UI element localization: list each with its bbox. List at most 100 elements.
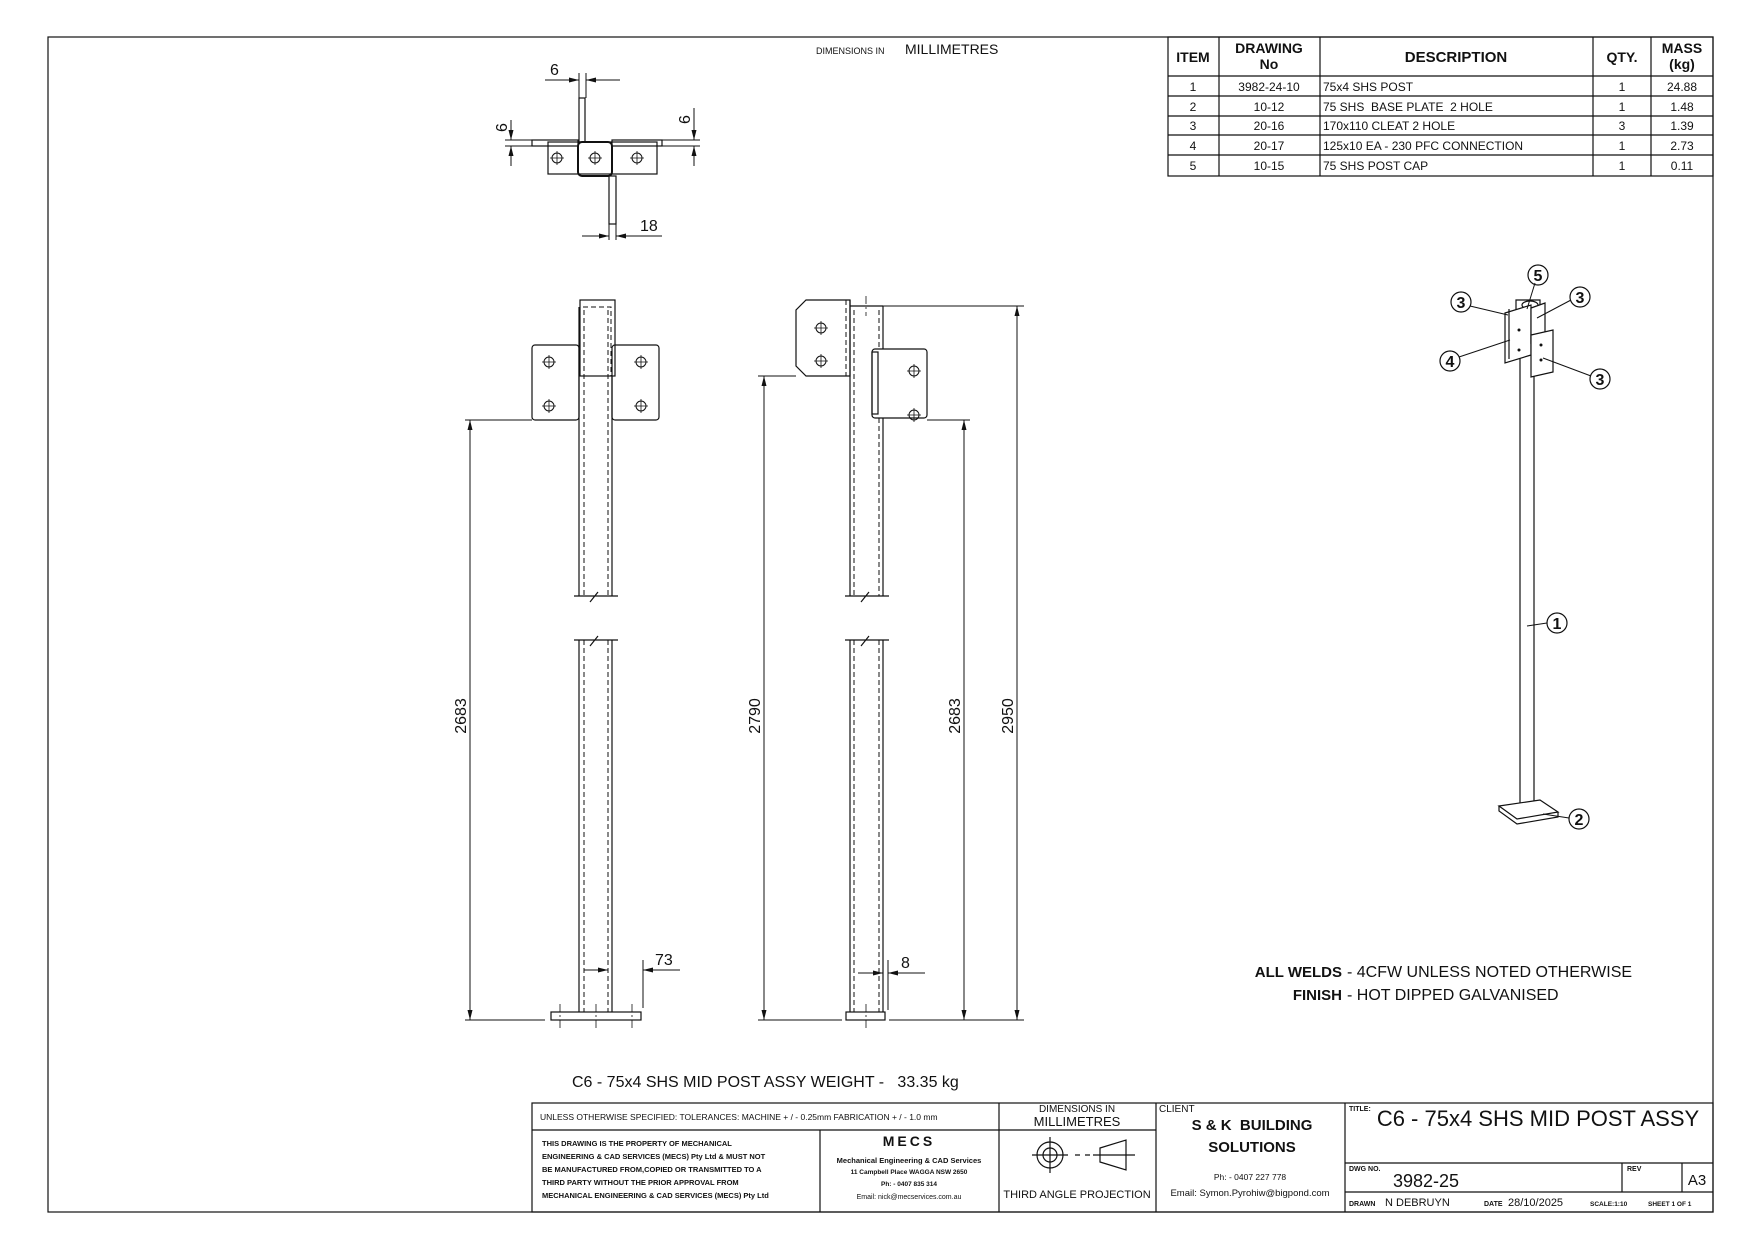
- units-prefix: DIMENSIONS IN: [816, 46, 885, 56]
- balloon-4: 4: [1439, 350, 1461, 372]
- bom-description: 125x10 EA - 230 PFC CONNECTION: [1323, 139, 1523, 153]
- third-angle-projection-symbol: THIRD ANGLE PROJECTION: [1003, 1137, 1151, 1201]
- dim-height-cleat: 2683: [947, 698, 964, 734]
- svg-text:THIS DRAWING IS THE PROPERTY O: THIS DRAWING IS THE PROPERTY OF MECHANIC…: [542, 1139, 732, 1148]
- svg-text:Mechanical Engineering & CAD S: Mechanical Engineering & CAD Services: [837, 1156, 982, 1165]
- bom-item: 2: [1190, 100, 1197, 114]
- dim-height-overall: 2950: [1000, 698, 1017, 734]
- projection-label: THIRD ANGLE PROJECTION: [1003, 1189, 1150, 1201]
- welds-label: ALL WELDS: [1255, 964, 1342, 981]
- bom-qty: 3: [1619, 119, 1626, 133]
- bom-item: 5: [1190, 159, 1197, 173]
- bom-qty: 1: [1619, 100, 1626, 114]
- drawing-scale: SCALE:1:10: [1590, 1201, 1628, 1208]
- svg-text:Email: nick@mecservices.com.au: Email: nick@mecservices.com.au: [857, 1194, 962, 1201]
- svg-text:3: 3: [1576, 290, 1585, 307]
- svg-text:TITLE:: TITLE:: [1349, 1106, 1371, 1113]
- bolt-hole: [629, 150, 645, 166]
- bolt-hole: [549, 150, 565, 166]
- svg-text:3: 3: [1596, 372, 1605, 389]
- drawn-by: N DEBRUYN: [1385, 1197, 1450, 1209]
- dim-width: 73: [655, 952, 673, 969]
- bom-header-drawing-no: No: [1260, 56, 1279, 72]
- bom-mass: 0.11: [1671, 159, 1694, 173]
- bom-header-qty: QTY.: [1606, 49, 1637, 65]
- bom-mass: 1.39: [1670, 119, 1694, 133]
- sheet-number: SHEET 1 OF 1: [1648, 1201, 1692, 1208]
- dim-offset: 8: [901, 955, 910, 972]
- svg-text:SOLUTIONS: SOLUTIONS: [1208, 1139, 1296, 1156]
- tb-dimensions-in: DIMENSIONS IN: [1039, 1104, 1115, 1115]
- svg-text:DRAWN: DRAWN: [1349, 1201, 1375, 1208]
- bom-description: 75x4 SHS POST: [1323, 80, 1414, 94]
- units-note: DIMENSIONS IN MILLIMETRES: [816, 41, 998, 57]
- top-view: 6 6 6 18: [494, 62, 700, 240]
- bill-of-materials: ITEM DRAWING No DESCRIPTION QTY. MASS (k…: [1167, 36, 1714, 177]
- bom-qty: 1: [1619, 159, 1626, 173]
- finish-text: - HOT DIPPED GALVANISED: [1347, 987, 1559, 1004]
- front-view-1: 2683 73: [453, 299, 680, 1028]
- bom-row: 3 20-16 170x110 CLEAT 2 HOLE 3 1.39: [1190, 119, 1694, 133]
- svg-text:DWG NO.: DWG NO.: [1349, 1166, 1381, 1173]
- dim-plate-right: 6: [677, 115, 694, 124]
- bom-mass: 24.88: [1667, 80, 1697, 94]
- bom-qty: 1: [1619, 80, 1626, 94]
- bom-drawing: 10-12: [1254, 100, 1285, 114]
- title-block: UNLESS OTHERWISE SPECIFIED: TOLERANCES: …: [531, 1102, 1714, 1213]
- client-email: Email: Symon.Pyrohiw@bigpond.com: [1170, 1188, 1329, 1199]
- svg-text:CLIENT: CLIENT: [1159, 1104, 1195, 1115]
- bolt-hole: [587, 150, 603, 166]
- dim-top-cleat: 6: [550, 62, 559, 79]
- dim-plate-left: 6: [494, 123, 511, 132]
- bom-header-drawing: DRAWING: [1235, 40, 1303, 56]
- units-value: MILLIMETRES: [905, 41, 998, 57]
- bom-mass: 2.73: [1670, 139, 1694, 153]
- bom-header-mass: MASS: [1662, 40, 1702, 56]
- bom-header-mass-unit: (kg): [1669, 56, 1695, 72]
- svg-text:4: 4: [1446, 354, 1455, 371]
- bom-drawing: 3982-24-10: [1238, 80, 1300, 94]
- svg-text:MECHANICAL ENGINEERING & CAD S: MECHANICAL ENGINEERING & CAD SERVICES (M…: [542, 1191, 769, 1200]
- company-block: MECS Mechanical Engineering & CAD Servic…: [837, 1133, 982, 1201]
- general-notes: ALL WELDS - 4CFW UNLESS NOTED OTHERWISE …: [1255, 964, 1632, 1004]
- drawing-title: C6 - 75x4 SHS MID POST ASSY: [1377, 1106, 1700, 1131]
- bom-qty: 1: [1619, 139, 1626, 153]
- weight-caption: C6 - 75x4 SHS MID POST ASSY WEIGHT - 33.…: [572, 1074, 959, 1091]
- svg-text:5: 5: [1534, 268, 1543, 285]
- svg-text:11 Campbell Place WAGGA NSW 26: 11 Campbell Place WAGGA NSW 2650: [851, 1169, 968, 1176]
- client-name: S & K BUILDING: [1192, 1117, 1313, 1134]
- svg-text:THIRD PARTY WITHOUT THE PRIOR: THIRD PARTY WITHOUT THE PRIOR APPROVAL F…: [542, 1178, 739, 1187]
- bom-description: 75 SHS POST CAP: [1323, 159, 1428, 173]
- balloon-5: 5: [1527, 264, 1549, 286]
- bom-header-item: ITEM: [1176, 49, 1209, 65]
- svg-text:DATE: DATE: [1484, 1201, 1503, 1208]
- sheet-border: [47, 36, 1714, 1213]
- svg-text:2: 2: [1575, 812, 1584, 829]
- bom-description: 75 SHS BASE PLATE 2 HOLE: [1323, 100, 1493, 114]
- drawing-date: 28/10/2025: [1508, 1197, 1563, 1209]
- dim-height-angle: 2790: [747, 698, 764, 734]
- balloon-3-right: 3: [1569, 286, 1591, 308]
- tb-dimensions-unit: MILLIMETRES: [1034, 1114, 1121, 1129]
- property-notice: THIS DRAWING IS THE PROPERTY OF MECHANIC…: [542, 1139, 769, 1200]
- finish-label: FINISH: [1293, 987, 1342, 1004]
- balloon-2: 2: [1568, 808, 1590, 830]
- dim-height: 2683: [453, 698, 470, 734]
- bom-mass: 1.48: [1670, 100, 1694, 114]
- balloon-1: 1: [1546, 612, 1568, 634]
- sheet-size: A3: [1688, 1172, 1706, 1189]
- svg-text:Ph: - 0407 835 314: Ph: - 0407 835 314: [881, 1181, 937, 1188]
- client-phone: Ph: - 0407 227 778: [1214, 1172, 1287, 1182]
- bom-drawing: 20-17: [1254, 139, 1285, 153]
- bom-item: 1: [1190, 80, 1197, 94]
- bom-header-description: DESCRIPTION: [1405, 49, 1508, 66]
- svg-text:3: 3: [1457, 295, 1466, 312]
- bom-item: 4: [1190, 139, 1197, 153]
- company-logo: MECS: [883, 1133, 935, 1149]
- isometric-view: 5 3 3 4 3 1 2: [1439, 264, 1611, 830]
- svg-text:1: 1: [1553, 616, 1562, 633]
- bom-row: 2 10-12 75 SHS BASE PLATE 2 HOLE 1 1.48: [1190, 100, 1694, 114]
- svg-text:BE MANUFACTURED FROM,COPIED OR: BE MANUFACTURED FROM,COPIED OR TRANSMITT…: [542, 1165, 762, 1174]
- drawing-number: 3982-25: [1393, 1171, 1459, 1191]
